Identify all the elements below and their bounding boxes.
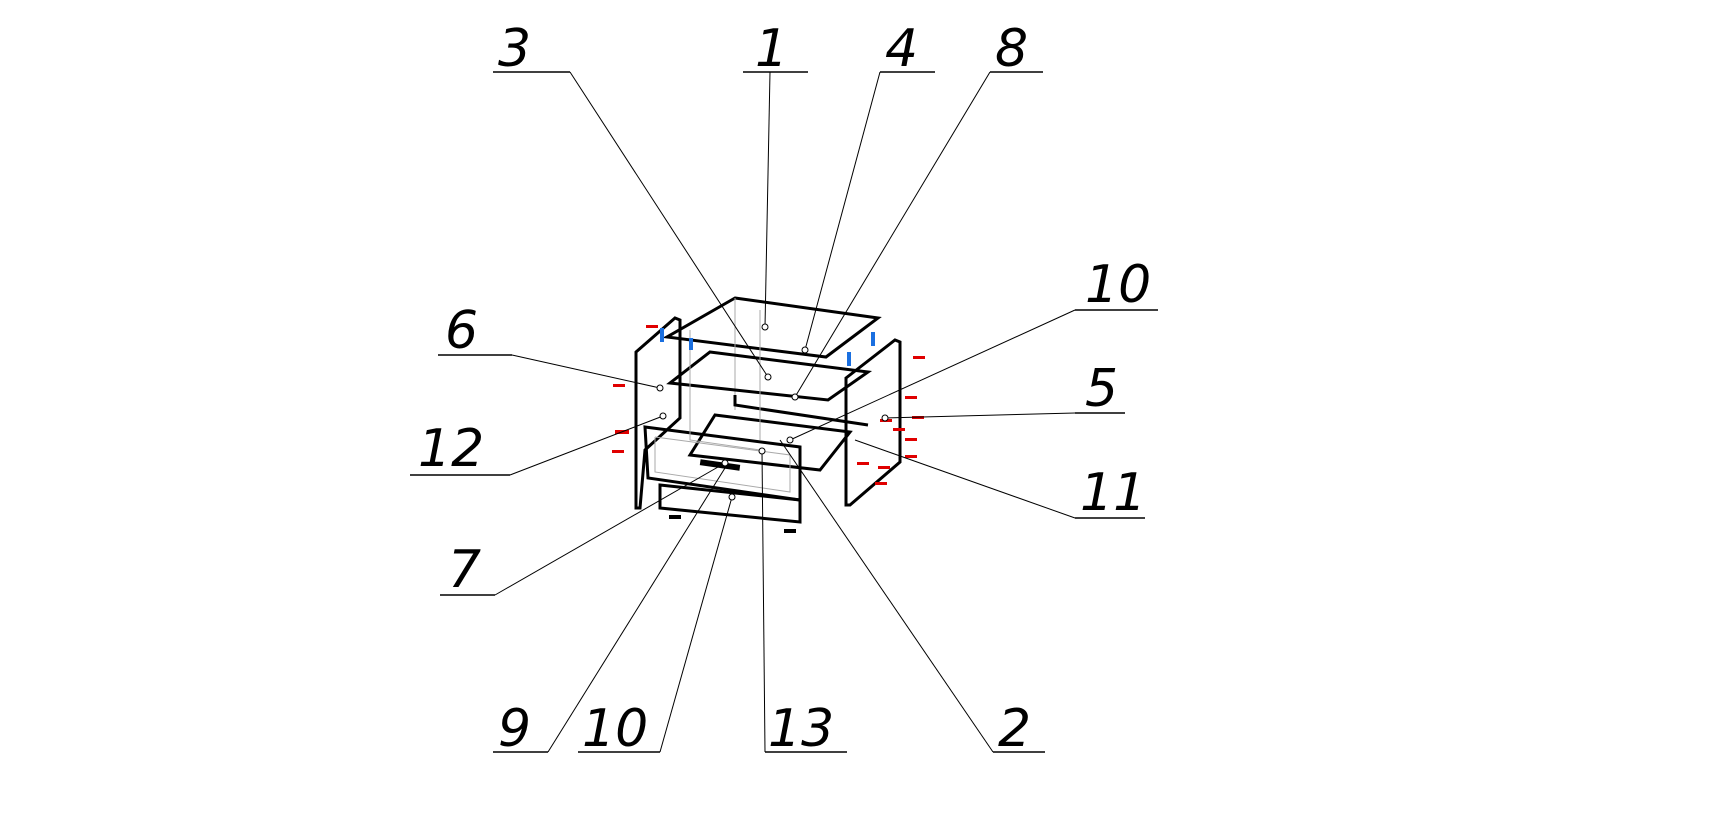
callout-4: 4 (885, 19, 918, 79)
callout-1: 1 (755, 19, 788, 79)
leader-lines (494, 71, 1076, 753)
callout-2: 2 (998, 699, 1031, 759)
callout-11: 11 (1080, 463, 1146, 523)
callout-9: 9 (498, 699, 531, 759)
callout-6: 6 (445, 301, 478, 361)
callout-5: 5 (1085, 359, 1118, 419)
callout-3: 3 (498, 19, 531, 79)
callout-10-bottom: 10 (582, 699, 648, 759)
part-callouts: 3 1 4 8 10 6 5 12 11 7 9 10 13 2 (410, 19, 1158, 759)
callout-7: 7 (448, 540, 481, 600)
callout-12: 12 (418, 419, 484, 479)
cabinet-drawing (612, 296, 925, 533)
callout-13: 13 (768, 699, 834, 759)
callout-8: 8 (995, 19, 1028, 79)
callout-10-top: 10 (1085, 255, 1151, 315)
